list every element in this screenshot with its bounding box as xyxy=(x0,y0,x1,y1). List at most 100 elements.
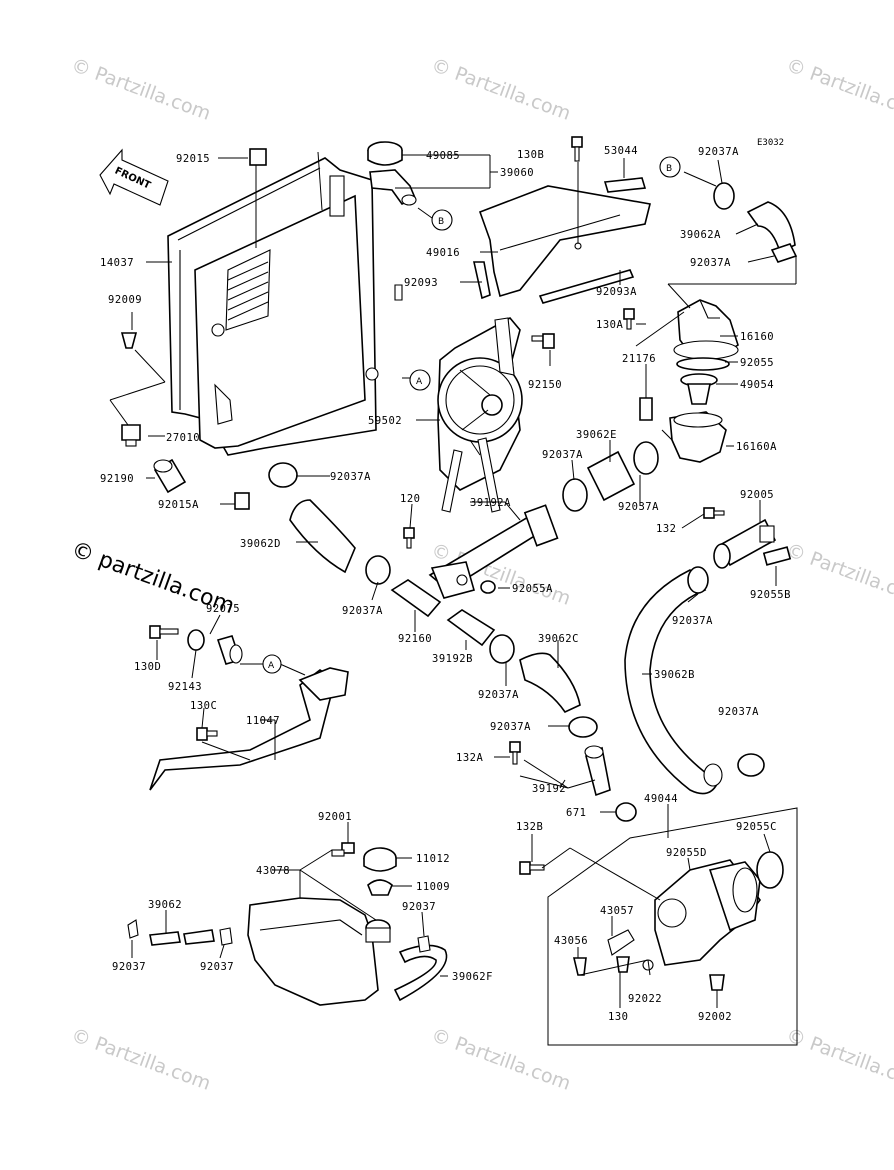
part-labels: 92015 14037 92009 27010 92190 92015A 920… xyxy=(100,145,791,1023)
part-label-39062a: 39062A xyxy=(680,229,721,241)
pipe-39192b xyxy=(446,609,496,647)
sensor-21176 xyxy=(639,397,653,421)
hose-39062b xyxy=(624,566,723,795)
diagram-ref-code: E3032 xyxy=(757,138,784,148)
callout-a-lower: A xyxy=(262,654,282,674)
part-label-92037a-top: 92037A xyxy=(698,146,739,158)
reservoir-cap xyxy=(363,847,397,872)
part-label-130a: 130A xyxy=(596,319,623,331)
clamp-92037a xyxy=(489,634,515,664)
clamp-92037 xyxy=(417,935,431,953)
pipe-39192 xyxy=(584,745,611,797)
water-pump-assembly xyxy=(547,807,798,1046)
bolt-92150 xyxy=(531,333,555,349)
seal-53044 xyxy=(603,177,647,193)
bolt-132 xyxy=(703,507,725,519)
thermostat-cover-16160 xyxy=(673,299,739,360)
clamp-92037a xyxy=(365,555,391,585)
switch-27010 xyxy=(121,424,141,447)
part-label-92037a-3: 92037A xyxy=(542,449,583,461)
seal-11009 xyxy=(367,879,393,896)
thermostat-housing-16160a xyxy=(661,411,727,463)
o-ring-671 xyxy=(615,802,637,822)
hose-39062f xyxy=(393,944,448,1002)
hose-39062a xyxy=(713,182,798,263)
part-label-11009: 11009 xyxy=(416,881,450,893)
part-label-92037a: 92037A xyxy=(330,471,371,483)
part-label-120: 120 xyxy=(400,493,420,505)
callout-letter: A xyxy=(416,377,423,387)
part-label-49044: 49044 xyxy=(644,793,678,805)
part-label-92150: 92150 xyxy=(528,379,562,391)
part-label-92037a-9: 92037A xyxy=(490,721,531,733)
filler-neck xyxy=(369,169,417,301)
part-label-39192: 39192 xyxy=(532,783,566,795)
part-label-92037-b: 92037 xyxy=(200,961,234,973)
part-label-92093: 92093 xyxy=(404,277,438,289)
part-label-92055: 92055 xyxy=(740,357,774,369)
bolt-130d xyxy=(149,625,179,639)
part-label-92037a-7: 92037A xyxy=(478,689,519,701)
clamp-92037a xyxy=(568,716,598,738)
hose-39062e xyxy=(562,441,659,512)
part-label-11047: 11047 xyxy=(246,715,280,727)
part-label-16160: 16160 xyxy=(740,331,774,343)
cooling-fan xyxy=(437,316,523,513)
part-label-21176: 21176 xyxy=(622,353,656,365)
part-label-39060: 39060 xyxy=(500,167,534,179)
part-label-39062e: 39062E xyxy=(576,429,617,441)
part-label-92037a-4: 92037A xyxy=(618,501,659,513)
part-label-130b: 130B xyxy=(517,149,544,161)
part-label-11012: 11012 xyxy=(416,853,450,865)
collar-92143 xyxy=(187,629,205,651)
watermark: © Partzilla.com xyxy=(783,1024,894,1095)
part-label-39192b: 39192B xyxy=(432,653,473,665)
part-label-92002: 92002 xyxy=(698,1011,732,1023)
part-label-39062c: 39062C xyxy=(538,633,579,645)
o-ring-92055 xyxy=(676,357,730,371)
bolt-130a xyxy=(623,308,635,330)
radiator-cap xyxy=(367,141,403,166)
part-label-92055b: 92055B xyxy=(750,589,791,601)
part-label-92055c: 92055C xyxy=(736,821,777,833)
clip-92015a xyxy=(234,492,250,510)
hose-92160 xyxy=(390,579,442,618)
part-label-130c: 130C xyxy=(190,700,217,712)
bolt-130c xyxy=(196,727,218,741)
part-label-130: 130 xyxy=(608,1011,628,1023)
callout-b-top: B xyxy=(659,156,681,178)
part-label-39062: 39062 xyxy=(148,899,182,911)
hose-39062d xyxy=(289,499,356,574)
part-label-671: 671 xyxy=(566,807,586,819)
watermark: © Partzilla.com xyxy=(68,1024,213,1095)
part-label-92055a: 92055A xyxy=(512,583,553,595)
gasket-92055b xyxy=(762,546,792,566)
part-label-49085: 49085 xyxy=(426,150,460,162)
part-label-43056: 43056 xyxy=(554,935,588,947)
bracket-11047 xyxy=(149,667,349,791)
radiator xyxy=(167,151,379,456)
fitting-92005 xyxy=(713,518,777,569)
callout-letter: A xyxy=(268,661,275,671)
part-label-92037-c: 92037 xyxy=(402,901,436,913)
collar-92190 xyxy=(153,458,187,494)
watermark: © Partzilla.com xyxy=(783,54,894,125)
part-label-132: 132 xyxy=(656,523,676,535)
part-label-132a: 132A xyxy=(456,752,483,764)
bolt-92009 xyxy=(120,332,138,349)
watermark: © Partzilla.com xyxy=(783,539,894,610)
part-label-92037-a: 92037 xyxy=(112,961,146,973)
bolt-132b xyxy=(519,861,545,875)
grommet-92075 xyxy=(216,635,243,665)
part-label-92093a: 92093A xyxy=(596,286,637,298)
bolt-92001 xyxy=(331,842,355,857)
callout-b-upper: B xyxy=(417,207,453,231)
part-label-43078: 43078 xyxy=(256,865,290,877)
part-label-92075: 92075 xyxy=(206,603,240,615)
callout-letter: B xyxy=(438,217,444,227)
callout-letter: B xyxy=(666,164,672,174)
hose-39062c xyxy=(519,652,581,714)
pipe-39192a xyxy=(428,504,559,599)
watermark: © Partzilla.com xyxy=(428,1024,573,1095)
clamp-92037 xyxy=(219,927,233,946)
